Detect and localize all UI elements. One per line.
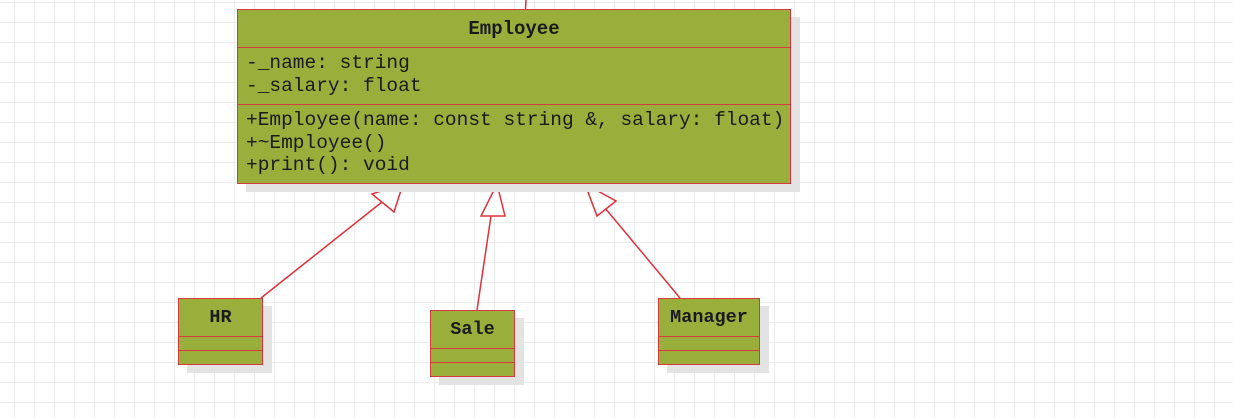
hr-generalization-arrowhead [370, 182, 405, 214]
operation-constructor: +Employee(name: const string &, salary: … [246, 109, 785, 131]
class-name: Manager [659, 299, 759, 337]
employee-class[interactable]: Employee -_name: string -_salary: float … [237, 9, 791, 184]
sale-generalization-arrowhead [479, 181, 506, 217]
class-name: HR [179, 299, 262, 337]
manager-class[interactable]: Manager [658, 298, 760, 365]
operations-section [659, 351, 759, 365]
class-name: Employee [238, 10, 790, 48]
operations-section [179, 351, 262, 365]
attributes-section [659, 337, 759, 351]
operation-destructor: +~Employee() [246, 131, 387, 154]
hr-class[interactable]: HR [178, 298, 263, 365]
sale-class[interactable]: Sale [430, 310, 515, 377]
manager-generalization-line [604, 207, 681, 299]
attribute-name: -_name: string [246, 52, 410, 74]
attribute-salary: -_salary: float [246, 74, 422, 97]
sale-generalization-line [476, 215, 492, 311]
hr-generalization-line [260, 201, 383, 299]
attributes-section [431, 349, 514, 363]
operation-print: +print(): void [246, 154, 410, 176]
manager-generalization-arrowhead [583, 182, 618, 218]
operations-section [431, 363, 514, 377]
attributes-section [179, 337, 262, 351]
attributes-section: -_name: string -_salary: float [238, 48, 790, 105]
incoming-edge-stub [524, 0, 527, 10]
class-name: Sale [431, 311, 514, 349]
operations-section: +Employee(name: const string &, salary: … [238, 105, 790, 177]
